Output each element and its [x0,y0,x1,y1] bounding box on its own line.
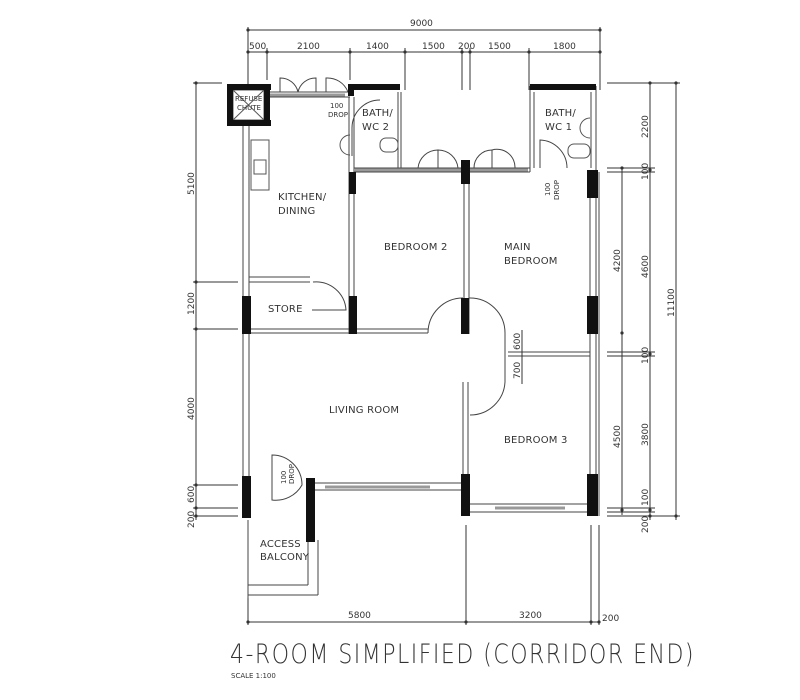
bath2-label-2: WC 2 [362,122,389,133]
dim-left-1: 1200 [187,292,197,315]
drop-bath2-label: DROP [328,111,348,119]
bedroom2-label: BEDROOM 2 [384,242,448,253]
drop-bath2-value: 100 [330,102,343,110]
refuse-chute-label-2: CHUTE [237,104,261,112]
dim-top-0: 500 [249,42,266,52]
dim-left-3: 600 [187,486,197,503]
dim-left-4: 200 [187,511,197,528]
walls [242,86,600,598]
dim-right-inner-0: 4200 [613,249,623,272]
main-bedroom-label-2: BEDROOM [504,256,558,267]
dim-top-2: 1400 [366,42,389,52]
store-label: STORE [268,304,303,315]
dim-right-mid-1: 100 [641,163,651,180]
structural-columns [227,84,598,542]
dim-right-mid-6: 200 [641,516,651,533]
bottom-dimension-lines [247,525,600,625]
dim-top-overall: 9000 [410,19,433,29]
bath1-label-1: BATH/ [545,108,576,119]
doors [271,77,568,501]
drop-entry-value: 100 [280,471,288,484]
right-dimension-lines [607,82,680,520]
access-balcony-label-2: BALCONY [260,552,310,563]
bath2-label-1: BATH/ [362,108,393,119]
dim-gap-600: 600 [513,333,523,350]
living-room-label: LIVING ROOM [329,405,399,416]
dim-bottom-2: 200 [602,614,619,624]
bath1-label-2: WC 1 [545,122,572,133]
dim-top-3: 1500 [422,42,445,52]
dim-gap-700: 700 [513,362,523,379]
main-bedroom-label-1: MAIN [504,242,531,253]
fixtures [232,89,591,191]
dim-top-4: 200 [458,42,475,52]
dim-top-6: 1800 [553,42,576,52]
dim-top-1: 2100 [297,42,320,52]
kitchen-label-2: DINING [278,206,316,217]
kitchen-label-1: KITCHEN/ [278,192,327,203]
drop-bath1-label: DROP [553,180,561,200]
drawing-scale: SCALE 1:100 [231,672,276,680]
dim-bottom-1: 3200 [519,611,542,621]
refuse-chute-label-1: REFUSE [235,95,262,103]
dim-right-mid-2: 4600 [641,255,651,278]
dim-top-5: 1500 [488,42,511,52]
dim-left-0: 5100 [187,172,197,195]
dim-right-mid-4: 3800 [641,423,651,446]
dim-right-mid-5: 100 [641,489,651,506]
dim-bottom-0: 5800 [348,611,371,621]
access-balcony-label-1: ACCESS [260,539,301,550]
drawing-title: 4-ROOM SIMPLIFIED (CORRIDOR END) [230,640,695,670]
dim-right-inner-1: 4500 [613,425,623,448]
drop-entry-label: DROP [288,464,296,484]
top-dimension-lines [247,27,601,90]
bedroom3-label: BEDROOM 3 [504,435,568,446]
dim-right-overall: 11100 [667,288,677,317]
drop-bath1-value: 100 [544,183,552,196]
left-dimension-lines [193,82,238,520]
dim-right-mid-0: 2200 [641,115,651,138]
dim-right-mid-3: 100 [641,347,651,364]
windows [270,93,565,510]
dim-left-2: 4000 [187,397,197,420]
